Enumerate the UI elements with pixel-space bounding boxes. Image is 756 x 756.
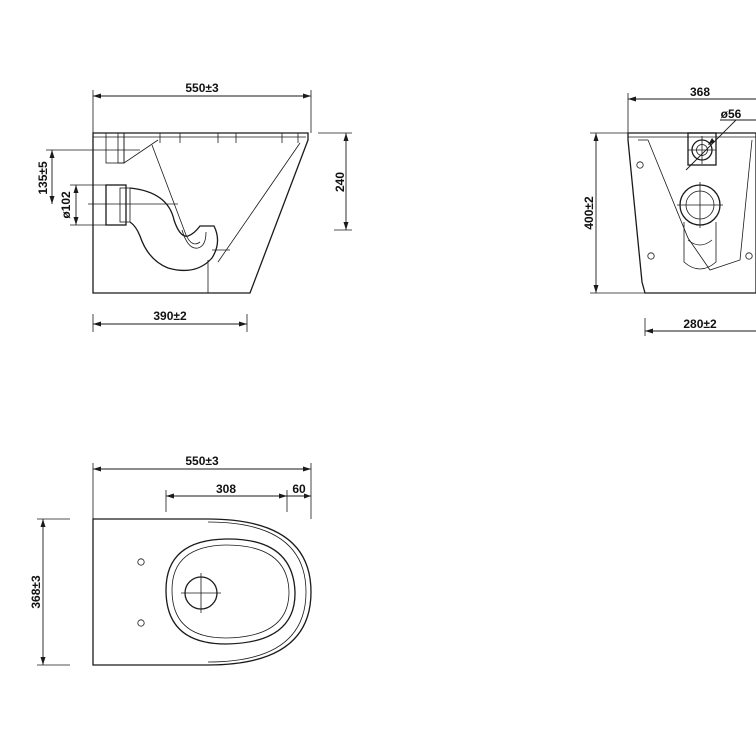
outlet-spigot: [105, 184, 127, 226]
top-width-label: 368±3: [29, 575, 43, 609]
s-trap: [129, 187, 219, 272]
side-view: 550±3 390±2 240 135±5 ø102: [36, 81, 352, 332]
rear-height-label: 400±2: [582, 196, 596, 230]
fixing-hole: [745, 252, 753, 260]
fixing-hole: [137, 619, 145, 627]
side-body-outline: [92, 132, 309, 294]
inlet-block: [687, 132, 717, 166]
side-height-label: 240: [333, 172, 347, 192]
rear-width-label: 368: [690, 85, 710, 99]
rear-view: 368 ø56 400±2 280±2: [582, 85, 756, 336]
top-body-outline: [92, 518, 312, 666]
top-length-label: 550±3: [185, 454, 219, 468]
fixing-hole: [137, 558, 145, 566]
outlet-height-label: 135±5: [36, 161, 50, 195]
fixing-hole: [636, 161, 644, 169]
bowl-rim: [165, 538, 296, 645]
outlet-diameter-label: ø102: [59, 191, 73, 219]
fixing-hole: [647, 252, 655, 260]
rear-body-outline: [627, 132, 756, 294]
rear-base-width-label: 280±2: [683, 317, 717, 331]
side-length-label: 550±3: [185, 81, 219, 95]
top-bowl-length-label: 308: [216, 482, 236, 496]
top-view: 550±3 308 60 368±3: [29, 454, 312, 666]
side-base-length-label: 390±2: [153, 309, 187, 323]
inlet-diameter-label: ø56: [721, 107, 742, 121]
top-rim-length-label: 60: [292, 482, 306, 496]
